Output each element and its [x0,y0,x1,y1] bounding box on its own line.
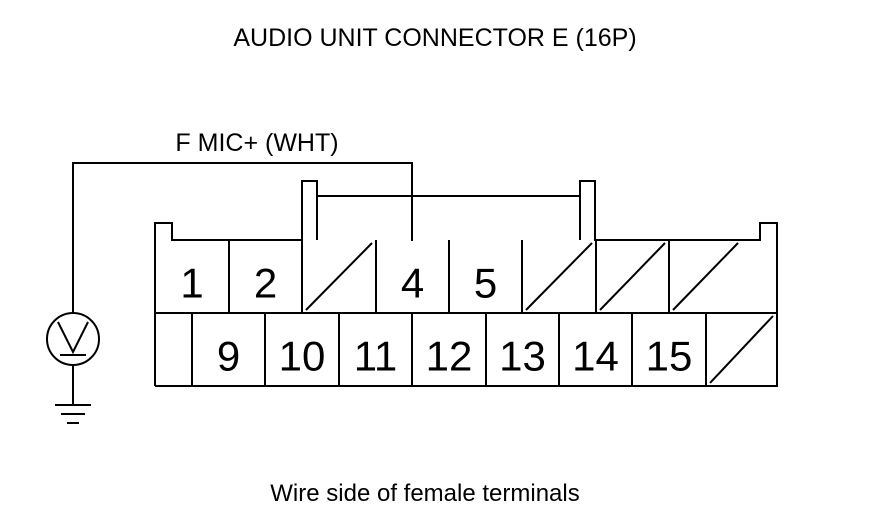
voltmeter-icon [46,312,100,405]
unused-cavity-mark [672,242,739,311]
terminal-number: 13 [499,333,546,380]
terminal-cell [595,240,666,313]
terminal-number: 12 [426,333,473,380]
terminal-number: 10 [279,333,326,380]
diagram-caption: Wire side of female terminals [270,480,579,507]
unused-cavity-mark [305,242,373,311]
terminal-cell: 12 [411,313,473,386]
unused-cavity-mark [709,315,774,384]
terminal-cell: 2 [228,240,277,313]
terminal-number: 4 [401,260,424,307]
terminal-number: 5 [474,260,497,307]
terminal-cell [521,240,593,313]
terminal-number: 2 [254,260,277,307]
terminal-cell [705,313,774,386]
terminal-cell: 9 [191,313,240,386]
probe-wire [72,162,413,313]
ground-icon [55,404,91,424]
terminal-cell: 11 [338,313,398,386]
terminal-cell: 15 [631,313,693,386]
terminal-number: 14 [572,333,619,380]
bottom-row: 9 10 11 12 13 14 15 [191,313,774,386]
terminal-number: 1 [180,260,203,307]
terminal-cell: 5 [448,240,497,313]
terminal-number: 15 [646,333,693,380]
connector-housing [154,180,778,387]
terminal-cell [668,240,739,313]
terminal-cell [301,240,373,313]
terminal-cell: 4 [375,240,424,313]
unused-cavity-mark [525,242,593,311]
unused-cavity-mark [599,242,666,311]
wire-label: F MIC+ (WHT) [175,129,338,157]
top-row: 1 2 4 5 [180,240,739,313]
terminal-cell: 1 [180,260,203,307]
terminal-number: 9 [217,333,240,380]
terminal-cell: 13 [485,313,546,386]
terminal-number: 11 [354,333,398,380]
terminal-cell: 10 [264,313,326,386]
terminal-cell: 14 [558,313,619,386]
diagram-title: AUDIO UNIT CONNECTOR E (16P) [233,24,636,52]
